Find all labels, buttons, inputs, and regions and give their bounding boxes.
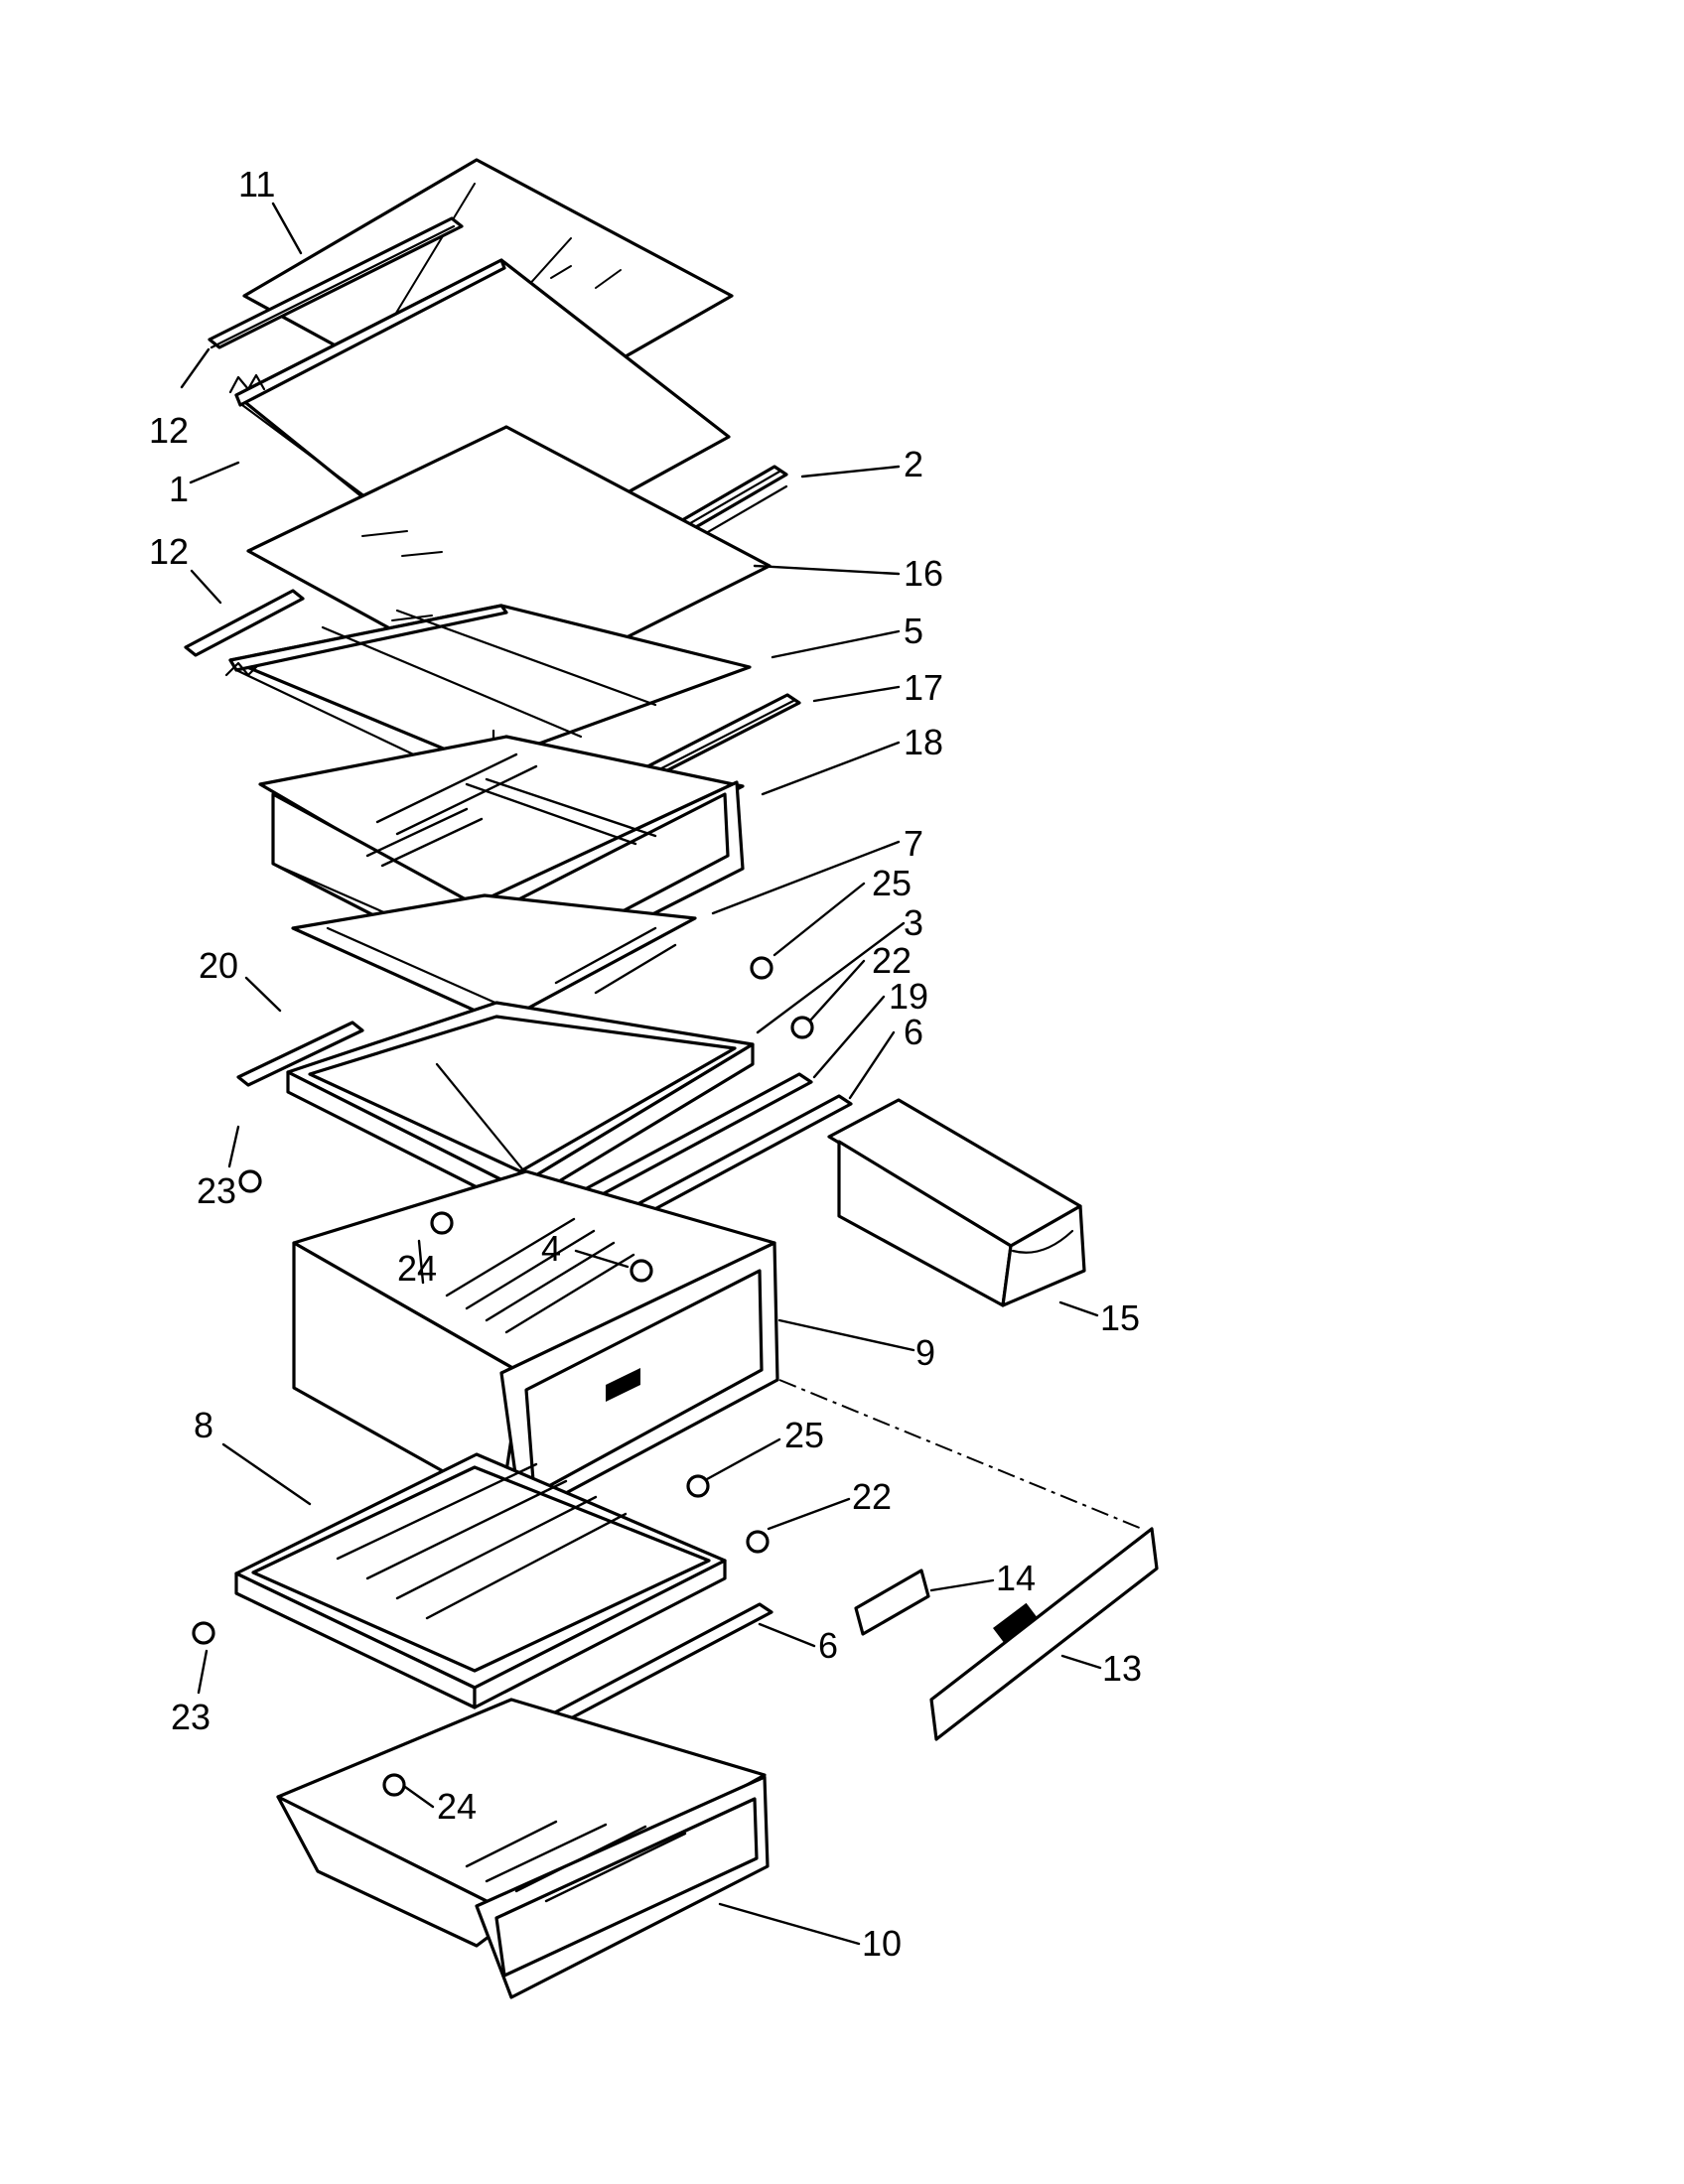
part-9-lower-crisper (292, 1169, 779, 1519)
callout-23-lower: 23 (171, 1697, 210, 1737)
callout-1: 1 (169, 469, 189, 509)
part-12-lower-trim (184, 589, 305, 657)
leader-lines (180, 202, 1102, 1946)
callout-6-lower: 6 (818, 1625, 838, 1666)
callout-20: 20 (199, 945, 238, 986)
callout-9: 9 (915, 1332, 935, 1373)
part-12-upper-trim (208, 216, 464, 349)
callout-11: 11 (238, 164, 275, 205)
part-5-cover-frame (224, 604, 752, 791)
callout-13: 13 (1102, 1648, 1142, 1689)
part-8-frame-lower (234, 1452, 727, 1709)
fasteners (192, 956, 814, 1797)
callout-4: 4 (541, 1228, 561, 1269)
assembly-line (778, 1379, 1143, 1530)
callout-22-upper: 22 (872, 940, 912, 981)
callout-12-upper: 12 (149, 410, 189, 451)
callout-5: 5 (904, 611, 923, 651)
callout-8: 8 (194, 1405, 213, 1445)
part-15-door-bin (827, 1098, 1086, 1307)
part-7-divider-cover (291, 893, 697, 1024)
callout-24-upper: 24 (397, 1248, 437, 1289)
callout-14: 14 (996, 1558, 1036, 1598)
callouts: 11 12 1 2 12 16 5 17 18 7 25 3 22 19 6 2… (149, 164, 1142, 1964)
callout-22-lower: 22 (852, 1476, 892, 1517)
callout-17: 17 (904, 667, 943, 708)
callout-24-lower: 24 (437, 1786, 477, 1827)
part-14-slide-control (854, 1569, 930, 1636)
part-13-control-panel (929, 1527, 1159, 1741)
callout-10: 10 (862, 1923, 902, 1964)
callout-18: 18 (904, 722, 943, 762)
callout-19: 19 (889, 976, 928, 1017)
part-10-bottom-drawer (276, 1698, 770, 1999)
part-20-rail (236, 1021, 364, 1087)
callout-7: 7 (904, 823, 923, 864)
callout-25-upper: 25 (872, 863, 912, 903)
callout-15: 15 (1100, 1297, 1140, 1338)
callout-25-lower: 25 (784, 1415, 824, 1455)
callout-23-upper: 23 (197, 1170, 236, 1211)
callout-3: 3 (904, 902, 923, 943)
part-3-crisper-frame (286, 1001, 755, 1209)
callout-16: 16 (904, 553, 943, 594)
callout-2: 2 (904, 444, 923, 484)
callout-12-lower: 12 (149, 531, 189, 572)
callout-6-upper: 6 (904, 1012, 923, 1052)
